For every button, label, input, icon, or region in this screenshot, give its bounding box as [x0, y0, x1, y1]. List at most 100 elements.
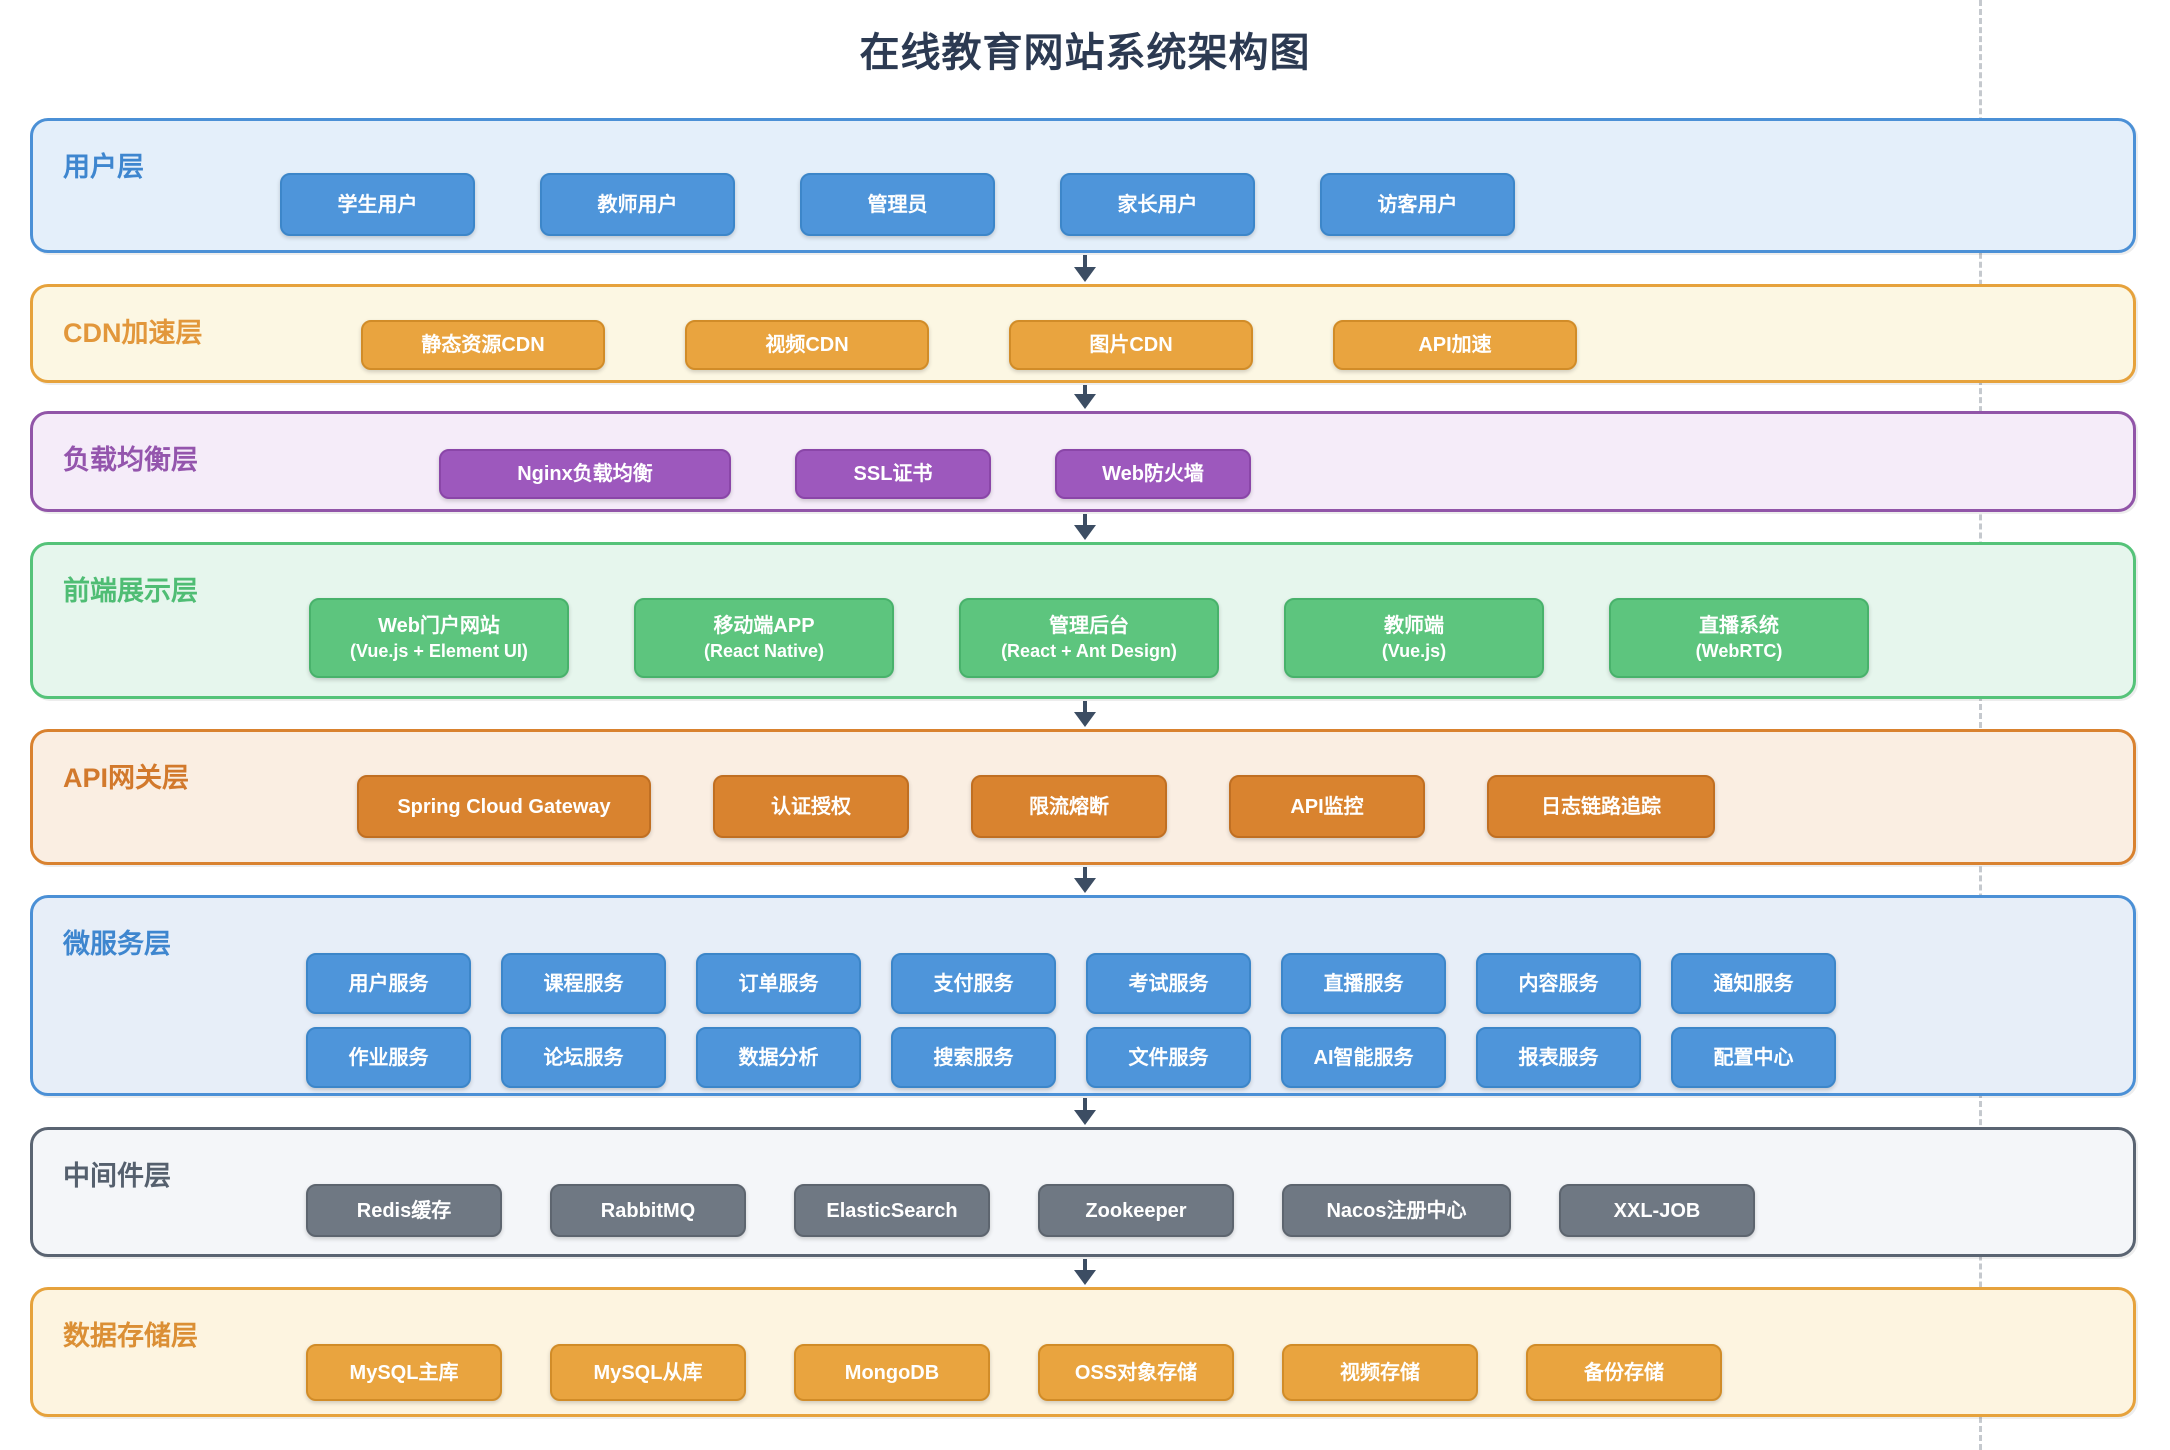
- node-box: 数据分析: [696, 1027, 861, 1088]
- node-label: AI智能服务: [1313, 1046, 1414, 1069]
- layer-label-frontend: 前端展示层: [63, 576, 198, 606]
- node-box: Web门户网站 (Vue.js + Element UI): [309, 598, 569, 678]
- node-label: 视频CDN: [765, 334, 849, 356]
- node-label: 直播服务: [1323, 972, 1404, 995]
- node-box: 直播系统(WebRTC): [1609, 598, 1869, 678]
- node-label: 图片CDN: [1089, 334, 1173, 356]
- node-box: AI智能服务: [1281, 1027, 1446, 1088]
- node-label: 移动端APP: [713, 614, 815, 637]
- node-label: 认证授权: [771, 795, 851, 818]
- node-box: 图片CDN: [1009, 320, 1253, 370]
- node-box: Web防火墙: [1055, 449, 1251, 499]
- layer-middleware: 中间件层 Redis缓存 RabbitMQ ElasticSearch Zookeepe…: [30, 1127, 2136, 1257]
- node-label: 用户服务: [348, 972, 429, 995]
- layer-label-cdn: CDN加速层: [63, 318, 203, 348]
- node-row: Spring Cloud Gateway 认证授权 限流熔断 API监控 日志链路追踪: [357, 775, 1715, 838]
- node-label: Web防火墙: [1102, 463, 1204, 485]
- layer-user: 用户层学生用户教师用户管理员家长用户访客用户: [30, 118, 2136, 253]
- node-label: 支付服务: [933, 972, 1014, 995]
- node-box: 管理员: [800, 173, 995, 236]
- node-box: Zookeeper: [1038, 1184, 1234, 1237]
- node-box: 内容服务: [1476, 953, 1641, 1014]
- node-box: MongoDB: [794, 1344, 990, 1401]
- node-label: XXL-JOB: [1613, 1199, 1701, 1222]
- node-sublabel: (React Native): [703, 640, 825, 661]
- node-label: ElasticSearch: [826, 1199, 958, 1222]
- node-box: 订单服务: [696, 953, 861, 1014]
- node-sublabel: (Vue.js): [1381, 640, 1447, 661]
- node-label: Web门户网站: [378, 614, 500, 637]
- node-box: 视频存储: [1282, 1344, 1478, 1401]
- node-box: 作业服务: [306, 1027, 471, 1088]
- node-label: 配置中心: [1713, 1046, 1794, 1069]
- node-row: Web门户网站 (Vue.js + Element UI) 移动端APP (React…: [309, 598, 1869, 678]
- arrow-down-icon: [1071, 514, 1099, 545]
- node-box: Spring Cloud Gateway: [357, 775, 651, 838]
- node-label: API加速: [1418, 334, 1492, 356]
- node-sublabel: (Vue.js + Element UI): [350, 640, 528, 661]
- node-label: 订单服务: [738, 972, 819, 995]
- node-box: MySQL从库: [550, 1344, 746, 1401]
- node-label: 日志链路追踪: [1541, 795, 1661, 818]
- layer-label-lb: 负载均衡层: [63, 445, 198, 475]
- node-label: 教师端: [1384, 614, 1444, 637]
- node-label: 静态资源CDN: [421, 334, 545, 356]
- node-label: 作业服务: [348, 1046, 429, 1069]
- node-label: 报表服务: [1518, 1046, 1599, 1069]
- node-label: Nacos注册中心: [1326, 1199, 1467, 1222]
- node-label: 通知服务: [1713, 972, 1794, 995]
- node-row: Redis缓存 RabbitMQ ElasticSearch Zookeeper Nac…: [306, 1184, 1755, 1237]
- node-label: 管理员: [867, 193, 928, 216]
- node-box: 访客用户: [1320, 173, 1515, 236]
- node-box: 日志链路追踪: [1487, 775, 1715, 838]
- arrow-down-icon: [1071, 867, 1099, 898]
- node-box: XXL-JOB: [1559, 1184, 1755, 1237]
- node-box: 论坛服务: [501, 1027, 666, 1088]
- dashed-guideline: [1979, 0, 1982, 1450]
- node-box: Nacos注册中心: [1282, 1184, 1511, 1237]
- node-row: 用户服务 课程服务 订单服务 支付服务 考试服务 直播服务 内容服务 通知服务: [306, 953, 1836, 1014]
- node-label: 管理后台: [1049, 614, 1129, 637]
- node-box: 支付服务: [891, 953, 1056, 1014]
- node-box: SSL证书: [795, 449, 991, 499]
- layer-label-middleware: 中间件层: [63, 1161, 171, 1191]
- node-box: 配置中心: [1671, 1027, 1836, 1088]
- layer-frontend: 前端展示层 Web门户网站 (Vue.js + Element UI) 移动端APP (…: [30, 542, 2136, 699]
- node-box: 认证授权: [713, 775, 909, 838]
- node-box: 移动端APP (React Native): [634, 598, 894, 678]
- node-label: 学生用户: [337, 193, 418, 216]
- arrow-down-icon: [1071, 385, 1099, 414]
- node-label: 考试服务: [1128, 972, 1209, 995]
- node-label: Spring Cloud Gateway: [397, 795, 611, 818]
- layer-label-api: API网关层: [63, 763, 190, 793]
- node-label: Zookeeper: [1085, 1199, 1187, 1222]
- node-label: 搜索服务: [933, 1046, 1014, 1069]
- node-box: 学生用户: [280, 173, 475, 236]
- node-box: 管理后台(React + Ant Design): [959, 598, 1219, 678]
- node-box: RabbitMQ: [550, 1184, 746, 1237]
- node-box: 限流熔断: [971, 775, 1167, 838]
- arrow-down-icon: [1071, 1098, 1099, 1130]
- node-box: 通知服务: [1671, 953, 1836, 1014]
- layer-cdn: CDN加速层静态资源CDN 视频CDN 图片CDN API加速: [30, 284, 2136, 383]
- node-box: ElasticSearch: [794, 1184, 990, 1237]
- node-label: 论坛服务: [543, 1046, 624, 1069]
- node-box: API监控: [1229, 775, 1425, 838]
- arrow-down-icon: [1071, 1259, 1099, 1290]
- node-label: 课程服务: [543, 972, 624, 995]
- node-box: 文件服务: [1086, 1027, 1251, 1088]
- node-box: 静态资源CDN: [361, 320, 605, 370]
- node-box: 视频CDN: [685, 320, 929, 370]
- node-box: 考试服务: [1086, 953, 1251, 1014]
- node-box: MySQL主库: [306, 1344, 502, 1401]
- node-label: 限流熔断: [1029, 795, 1109, 818]
- layer-label-micro: 微服务层: [63, 929, 171, 959]
- node-row: 学生用户教师用户管理员家长用户访客用户: [280, 173, 1515, 236]
- node-label: 备份存储: [1584, 1361, 1664, 1384]
- node-label: Redis缓存: [356, 1199, 452, 1222]
- node-box: 直播服务: [1281, 953, 1446, 1014]
- node-box: Redis缓存: [306, 1184, 502, 1237]
- node-label: 访客用户: [1377, 193, 1458, 216]
- node-box: 教师用户: [540, 173, 735, 236]
